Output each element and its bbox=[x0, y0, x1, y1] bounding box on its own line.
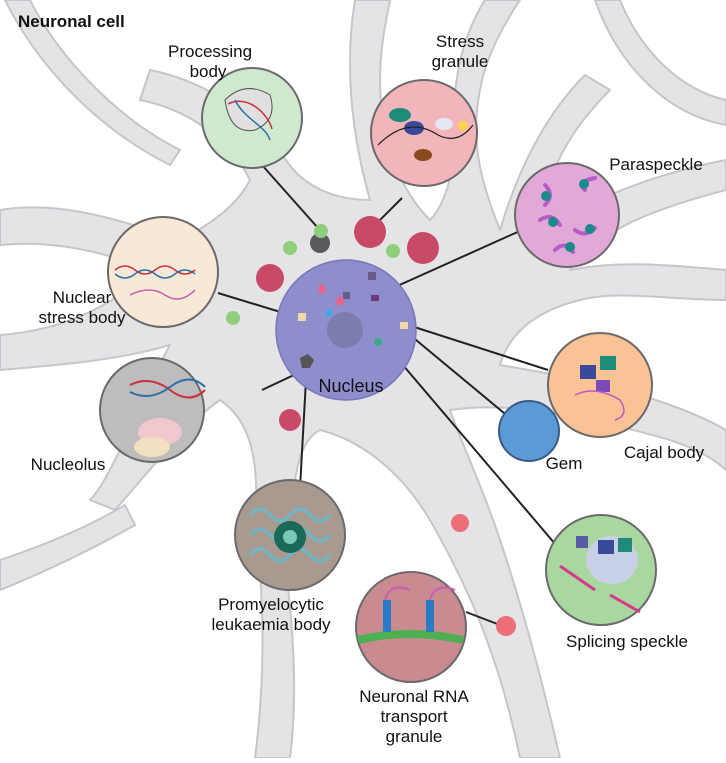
pml-core-inner bbox=[283, 530, 297, 544]
cytoplasmic-granules bbox=[226, 216, 516, 636]
nuclear-particle-1 bbox=[368, 272, 376, 280]
label-nucleolus: Nucleolus bbox=[30, 455, 106, 474]
sg-protein-yellow bbox=[458, 121, 468, 131]
motor-protein-1 bbox=[383, 600, 391, 632]
blue-dot bbox=[326, 310, 332, 316]
paraspeckle-core-5 bbox=[565, 242, 575, 252]
stress-granule-blob-4 bbox=[279, 409, 301, 431]
pbody-rna-blob bbox=[224, 88, 273, 132]
nsb-dna-blue bbox=[114, 269, 196, 279]
line-stress-granule bbox=[377, 197, 403, 223]
speckle-dot bbox=[374, 338, 382, 346]
line-processing-body bbox=[261, 164, 319, 229]
cajal-body-inset bbox=[547, 332, 653, 438]
gem-body bbox=[498, 400, 560, 462]
processing-body-inset bbox=[201, 67, 303, 169]
green-granule-1 bbox=[314, 224, 328, 238]
cajal-dot bbox=[400, 322, 408, 329]
sg-protein-lilac bbox=[435, 118, 453, 130]
pbody-rna-strand-red bbox=[227, 100, 273, 130]
nsb-dna-red bbox=[114, 265, 196, 275]
cajal-protein-1 bbox=[580, 365, 596, 379]
line-transport-granule bbox=[465, 611, 501, 626]
sg-protein-brown bbox=[414, 149, 432, 161]
motor-protein-2 bbox=[426, 600, 434, 632]
line-gem bbox=[403, 329, 511, 419]
label-processing-body: Processing body bbox=[168, 42, 253, 81]
cajal-protein-2 bbox=[600, 356, 616, 370]
splicing-speckle-inset bbox=[545, 514, 657, 626]
stress-granule-inset bbox=[370, 79, 478, 187]
diagram-title: Neuronal cell bbox=[18, 12, 125, 31]
label-nuclear-stress-body: Nuclear stress body bbox=[38, 288, 126, 327]
paraspeckle-inset bbox=[514, 162, 620, 268]
green-granule-4 bbox=[226, 311, 240, 325]
paraspeckle-core-1 bbox=[541, 191, 551, 201]
green-granule-2 bbox=[283, 241, 297, 255]
green-granule-3 bbox=[386, 244, 400, 258]
paraspeckle-core-3 bbox=[548, 217, 558, 227]
label-gem: Gem bbox=[545, 454, 583, 473]
pml-dot bbox=[300, 354, 314, 368]
rna-transport-granule-inset bbox=[355, 571, 467, 683]
nucleolus-dna-blue bbox=[129, 378, 206, 397]
sg-rna bbox=[377, 124, 474, 146]
label-pml-body: Promyelocytic leukaemia body bbox=[211, 595, 331, 634]
sg-protein-navy bbox=[404, 121, 424, 135]
line-splicing-speckle bbox=[384, 343, 557, 546]
nuclear-droplet-2 bbox=[336, 296, 344, 306]
nuclear-droplet-1 bbox=[318, 284, 326, 294]
nucleolus-region bbox=[327, 312, 363, 348]
processing-body-blob bbox=[310, 233, 330, 253]
label-nucleus: Nucleus bbox=[318, 376, 384, 396]
label-paraspeckle: Paraspeckle bbox=[609, 155, 703, 174]
stress-granule-blob-1 bbox=[354, 216, 386, 248]
line-cajal-body bbox=[407, 324, 549, 371]
stress-granule-blob-2 bbox=[407, 232, 439, 264]
stress-body-dot bbox=[298, 313, 306, 321]
label-cajal-body: Cajal body bbox=[623, 443, 705, 462]
nuclear-particle-2 bbox=[343, 292, 350, 299]
transport-granule-2 bbox=[496, 616, 516, 636]
nsb-rna bbox=[129, 289, 196, 300]
nuclear-stress-body-inset bbox=[107, 216, 219, 328]
sg-protein-teal bbox=[389, 108, 411, 122]
paraspeckle-core-2 bbox=[579, 179, 589, 189]
nucleolus-dna-red bbox=[129, 380, 206, 399]
label-rna-transport-granule: Neuronal RNA transport granule bbox=[359, 687, 469, 746]
paraspeckle-core-4 bbox=[585, 224, 595, 234]
label-stress-granule: Stress granule bbox=[431, 32, 489, 71]
nucleolus-protein-beige bbox=[134, 437, 170, 457]
pbody-rna-strand-blue bbox=[234, 99, 271, 141]
stress-granule-blob-3 bbox=[256, 264, 284, 292]
paraspeckle-dot bbox=[371, 295, 379, 301]
nucleus bbox=[275, 259, 417, 401]
label-splicing-speckle: Splicing speckle bbox=[566, 632, 688, 651]
nucleolus-inset bbox=[99, 357, 206, 463]
microtubule bbox=[357, 630, 464, 644]
transport-granule-1 bbox=[451, 514, 469, 532]
pml-body-inset bbox=[234, 479, 346, 591]
cajal-protein-3 bbox=[596, 380, 610, 392]
